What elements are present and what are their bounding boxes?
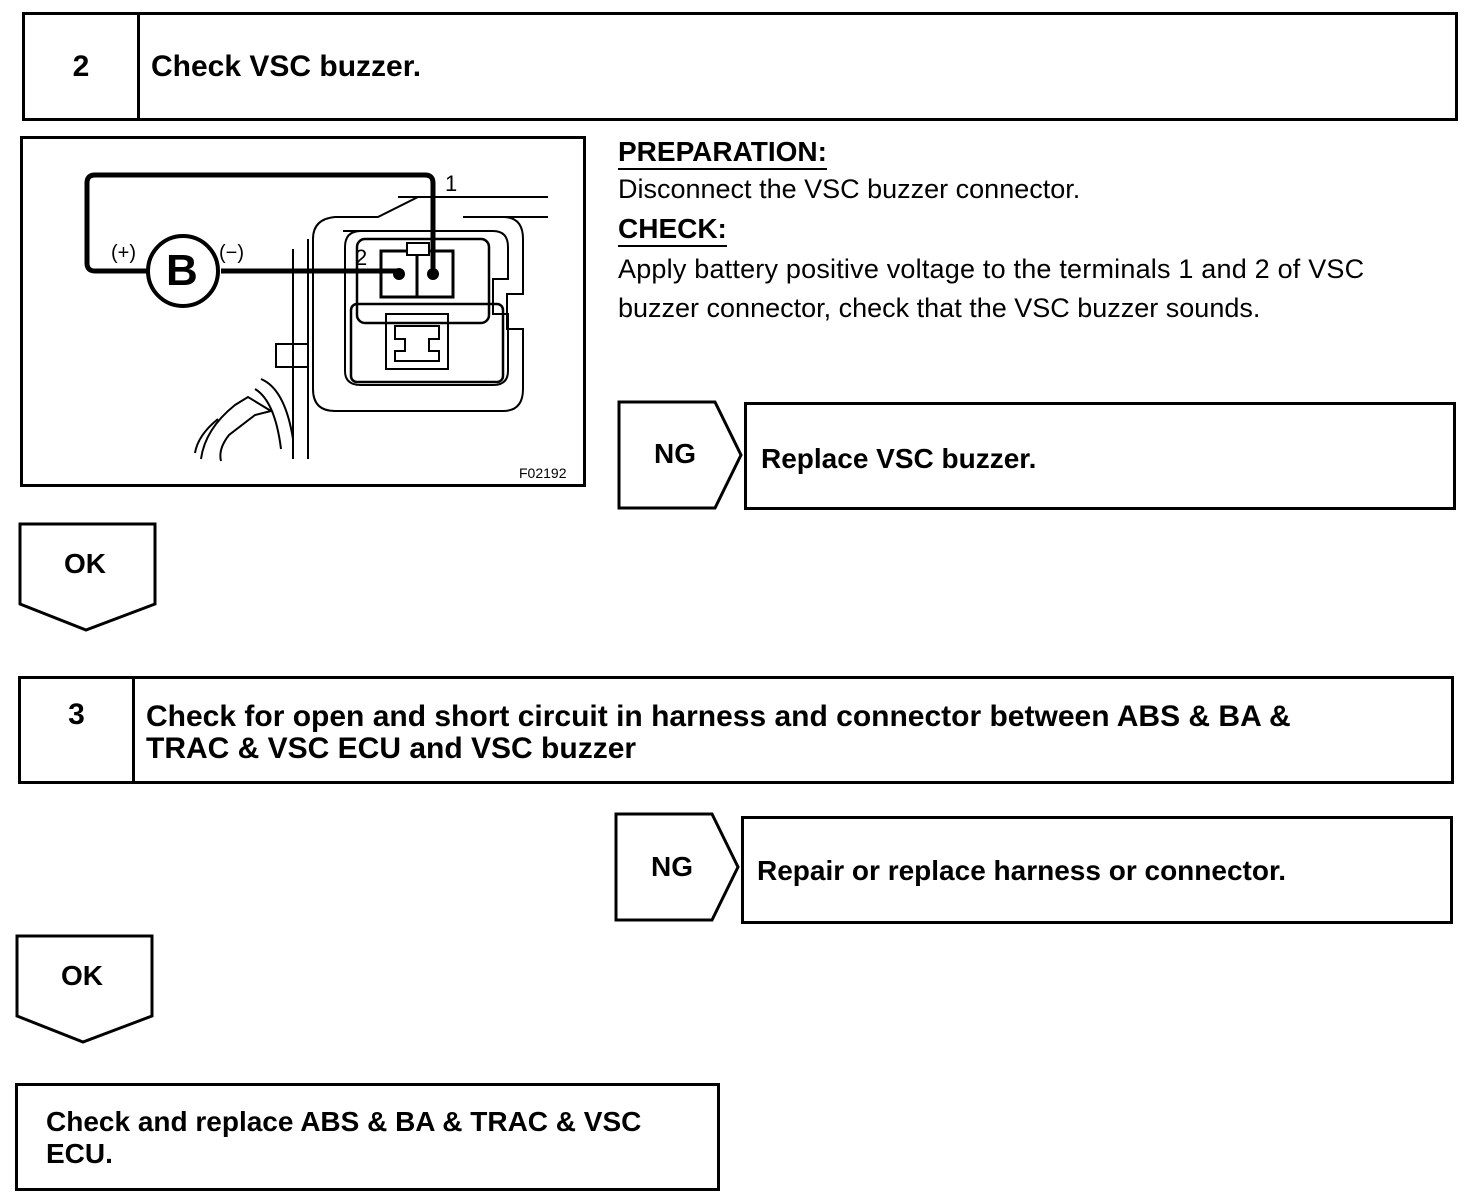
step-title-line-2: TRAC & VSC ECU and VSC buzzer [146,732,637,765]
ok-arrow-step-2 [18,522,157,632]
preparation-text: Disconnect the VSC buzzer connector. [618,174,1081,204]
check-text-line-2: buzzer connector, check that the VSC buz… [618,293,1261,323]
step-title: Check VSC buzzer. [151,50,422,83]
ok-label-step-2: OK [64,548,106,579]
ng-action-box-step-3: Repair or replace harness or connector. [741,816,1453,924]
step-3-header: 3 Check for open and short circuit in ha… [18,676,1454,784]
figure-code: F02192 [519,465,567,481]
connector-figure: B (+) (−) 1 2 F02192 [20,136,586,487]
terminal-2-label: 2 [355,245,368,270]
ng-arrow-step-2 [617,400,743,510]
preparation-heading: PREPARATION: [618,136,827,170]
ng-action-box-step-2: Replace VSC buzzer. [744,402,1456,510]
terminal-1-label: 1 [445,171,458,196]
step-2-header: 2 Check VSC buzzer. [22,12,1458,121]
ng-action-text: Repair or replace harness or connector. [757,855,1287,886]
minus-label: (−) [219,242,244,264]
buzzer-connector-diagram [84,172,548,462]
ng-label-step-3: NG [651,851,693,882]
check-text-line-1: Apply battery positive voltage to the te… [618,254,1365,284]
step-number: 2 [25,15,140,118]
ng-arrow-step-3 [614,812,740,922]
final-action-line-2: ECU. [46,1138,113,1169]
plus-label: (+) [111,242,136,264]
ok-arrow-step-3 [15,934,154,1044]
step-number: 3 [21,679,135,781]
ng-action-text: Replace VSC buzzer. [761,443,1037,474]
battery-label: B [166,246,198,295]
ng-label-step-2: NG [654,438,696,469]
final-action-box: Check and replace ABS & BA & TRAC & VSC … [15,1083,720,1191]
ok-label-step-3: OK [61,960,103,991]
check-heading: CHECK: [618,213,727,247]
step-title-line-1: Check for open and short circuit in harn… [146,700,1291,733]
final-action-line-1: Check and replace ABS & BA & TRAC & VSC [46,1106,642,1137]
